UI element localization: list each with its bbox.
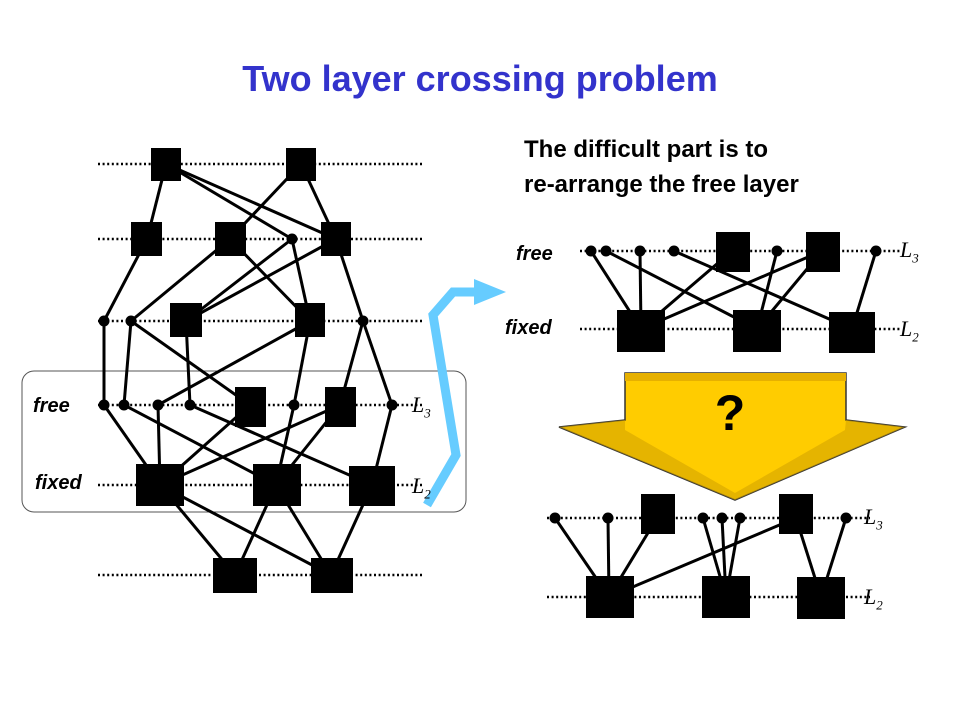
square-nodes [617,232,875,353]
bottom-right-graph [547,494,870,619]
bottom-l3-label: L3 [864,504,883,533]
node [295,303,325,337]
node [586,576,634,618]
node [617,310,665,352]
left-l3-label: L3 [412,392,431,421]
left-l2-label: L2 [412,473,431,502]
node [286,148,316,181]
left-fixed-label: fixed [35,472,82,494]
node [235,387,266,427]
node [806,232,840,272]
right-free-label: free [516,243,553,265]
top-l2-label: L2 [900,316,919,345]
node [253,464,301,506]
subtitle-line-1: The difficult part is to [524,136,768,163]
node [321,222,351,256]
node [641,494,675,534]
node [325,387,356,427]
slide-title: Two layer crossing problem [242,58,718,99]
bottom-l2-label: L2 [864,584,883,613]
node [716,232,750,272]
node [779,494,813,534]
left-graph [21,148,467,593]
top-right-graph [580,232,900,353]
highlight-box [21,370,467,513]
square-nodes [131,148,395,593]
left-free-label: free [33,395,70,417]
node [349,466,395,506]
subtitle: The difficult part is to re-arrange the … [524,132,799,202]
node [311,558,353,593]
node [213,558,257,593]
node [136,464,184,506]
node [829,312,875,353]
dot-nodes [549,512,852,524]
node [702,576,750,618]
subtitle-line-2: re-arrange the free layer [524,171,799,198]
node [797,577,845,619]
question-mark: ? [714,385,746,441]
square-nodes [586,494,845,619]
node [215,222,246,256]
edges [102,162,394,577]
top-l3-label: L3 [900,237,919,266]
blue-arrow [423,279,506,508]
dot-nodes [585,245,882,257]
node [733,310,781,352]
right-fixed-label: fixed [505,317,552,339]
dot-nodes [98,233,398,411]
node [170,303,202,337]
node [151,148,181,181]
question-arrow [558,372,908,501]
node [131,222,162,256]
